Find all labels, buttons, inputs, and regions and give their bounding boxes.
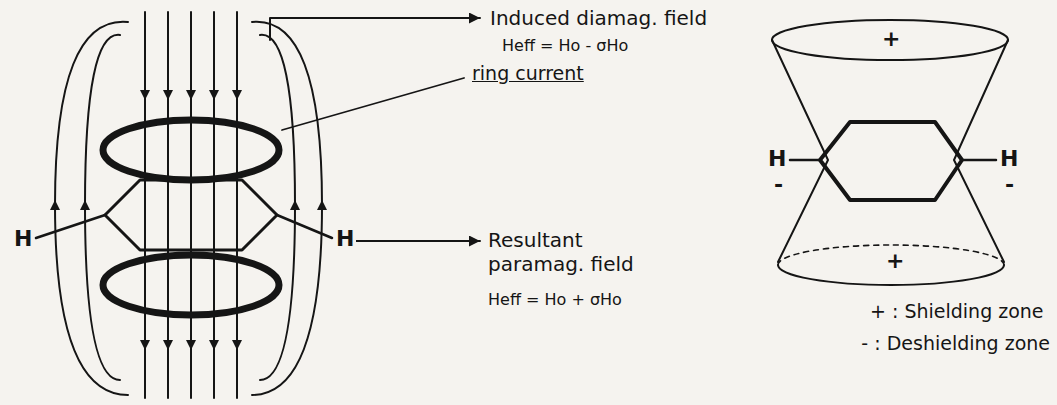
field-line: [144, 12, 146, 398]
c-h-bond: [277, 215, 332, 238]
c-h-bond: [36, 215, 105, 238]
ring-current-loop: [103, 120, 279, 180]
cone-top: [772, 20, 1008, 60]
ring-current-label: ring current: [470, 62, 586, 85]
c-h-bond: [962, 159, 996, 162]
hydrogen-atom: H: [12, 226, 34, 252]
leader-line: [282, 78, 464, 130]
zone-sign: +: [880, 26, 902, 52]
legend-entry: + : Shielding zone: [868, 300, 1046, 323]
field-equation: Heff = Ho + σHo: [486, 290, 624, 309]
benzene-ring: [820, 122, 962, 200]
hydrogen-atom: H: [766, 146, 788, 172]
legend-entry: - : Deshielding zone: [859, 332, 1052, 355]
benzene-ring: [105, 180, 277, 250]
field-label: Resultant paramag. field: [486, 228, 660, 276]
field-label: Induced diamag. field: [488, 6, 709, 30]
c-h-bond: [790, 159, 820, 162]
return-loop: [260, 35, 295, 380]
field-equation: Heff = Ho - σHo: [500, 36, 630, 55]
return-loop: [252, 22, 322, 395]
zone-sign: -: [772, 172, 785, 198]
field-line: [190, 12, 192, 398]
pointer-arrow: [356, 240, 480, 242]
return-loop: [55, 22, 128, 395]
hydrogen-atom: H: [998, 146, 1020, 172]
field-lines: [55, 12, 322, 398]
field-line: [213, 12, 215, 398]
pointer-arrow: [270, 18, 480, 40]
zone-sign: +: [884, 248, 906, 274]
field-line: [236, 12, 238, 398]
ring-current-loop: [103, 255, 279, 315]
return-loop: [85, 35, 120, 380]
hydrogen-atom: H: [334, 226, 356, 252]
field-line: [167, 12, 169, 398]
zone-sign: -: [1003, 172, 1016, 198]
